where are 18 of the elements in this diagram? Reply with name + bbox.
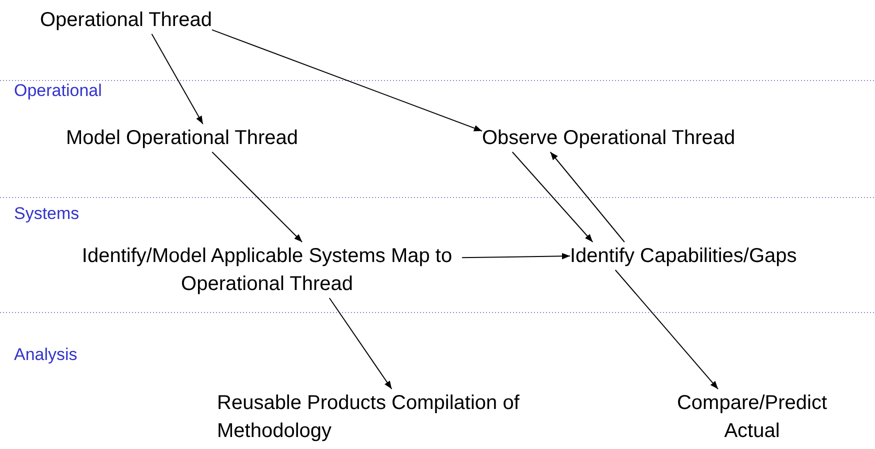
arrow	[328, 298, 392, 390]
step-label: Identify/Model Applicable Systems Map to Operational Thread	[72, 242, 462, 298]
step-label: Operational Thread	[40, 6, 212, 34]
lane-label: Operational	[14, 81, 102, 101]
arrow	[462, 252, 570, 260]
step-label: Compare/Predict Actual	[652, 389, 852, 445]
arrow	[212, 152, 303, 242]
step-label: Model Operational Thread	[66, 124, 298, 152]
arrow	[151, 34, 204, 124]
arrow	[512, 152, 594, 242]
step-label: Observe Operational Thread	[482, 124, 736, 152]
lane-label: Systems	[14, 204, 80, 224]
arrow	[614, 270, 718, 390]
step-label: Reusable Products Compilation of Methodology	[217, 389, 529, 445]
step-label: Identify Capabilities/Gaps	[570, 242, 797, 270]
lane-label: Analysis	[14, 345, 78, 365]
arrow	[550, 152, 625, 242]
arrow	[211, 29, 482, 132]
